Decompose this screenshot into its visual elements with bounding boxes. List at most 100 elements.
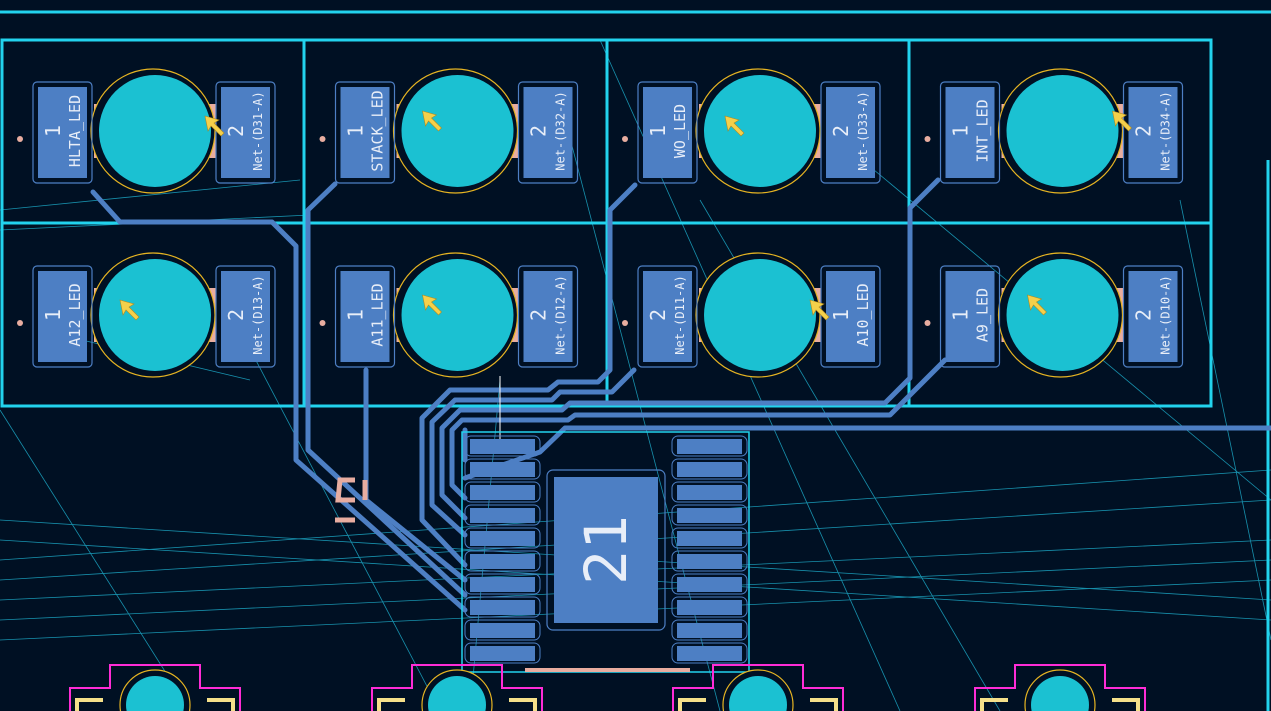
- ic-pin-pad[interactable]: [470, 508, 535, 523]
- ic-pin-pad[interactable]: [677, 646, 742, 661]
- pad-left[interactable]: [38, 87, 87, 178]
- pad-label: Net-(D34-A): [1159, 91, 1173, 170]
- bottom-footprint[interactable]: [371, 664, 543, 711]
- cursor-arrow-icon: [422, 294, 442, 316]
- pin1-marker: [319, 320, 326, 326]
- board-edges: [0, 10, 1271, 711]
- ic-pin-pad[interactable]: [677, 577, 742, 592]
- ic-pin-pad[interactable]: [470, 577, 535, 592]
- pad-number: 2: [1132, 309, 1156, 321]
- pad-right[interactable]: [1128, 87, 1178, 178]
- ic-pin-pad[interactable]: [677, 462, 742, 477]
- cursor-arrow-icon: [1027, 294, 1047, 316]
- ic-footprint[interactable]: 21: [461, 431, 750, 673]
- led-body-hole[interactable]: [99, 259, 211, 371]
- pad-number: 2: [829, 125, 853, 137]
- pin1-marker: [924, 136, 931, 142]
- pad-label: Net-(D13-A): [251, 275, 265, 354]
- pad-left[interactable]: [38, 271, 87, 362]
- led-body-hole[interactable]: [704, 75, 816, 187]
- led-body-hole[interactable]: [99, 75, 211, 187]
- pad-number: 2: [1132, 125, 1156, 137]
- pad-label: A11_LED: [369, 283, 387, 346]
- pad-right[interactable]: [1128, 271, 1178, 362]
- pad-label: Net-(D32-A): [554, 91, 568, 170]
- pad-label: Net-(D33-A): [856, 91, 870, 170]
- pad-label: Net-(D12-A): [554, 275, 568, 354]
- ic-pin-pad[interactable]: [470, 554, 535, 569]
- ic-pin-pad[interactable]: [470, 646, 535, 661]
- ic-pin-pad[interactable]: [470, 485, 535, 500]
- pad-left[interactable]: [340, 271, 390, 362]
- ic-thermal-pad[interactable]: [554, 477, 658, 623]
- pad-number: 1: [646, 125, 670, 137]
- pad-number: 1: [949, 309, 973, 321]
- pad-right[interactable]: [826, 87, 875, 178]
- ic-pin-pad[interactable]: [677, 439, 742, 454]
- pad-number: 1: [829, 309, 853, 321]
- pin1-marker: [319, 136, 326, 142]
- led-body-hole[interactable]: [401, 75, 514, 187]
- pad-right[interactable]: [826, 271, 875, 362]
- pad-right[interactable]: [523, 271, 573, 362]
- pin1-marker: [924, 320, 931, 326]
- ic-pin-pad[interactable]: [677, 554, 742, 569]
- pad-label: A12_LED: [66, 283, 84, 346]
- pad-number: 1: [949, 125, 973, 137]
- bottom-footprint[interactable]: [974, 664, 1146, 711]
- ic-pin-pad[interactable]: [677, 531, 742, 546]
- pad-right[interactable]: [523, 87, 573, 178]
- ic-pin-pad[interactable]: [470, 462, 535, 477]
- pad-label: Net-(D31-A): [251, 91, 265, 170]
- led-body-hole[interactable]: [1006, 75, 1119, 187]
- pad-number: 2: [224, 309, 248, 321]
- cursor-arrow-icon: [1112, 110, 1132, 132]
- pin1-marker: [622, 320, 628, 326]
- pin1-marker: [17, 136, 23, 142]
- ic-pin-pad[interactable]: [677, 508, 742, 523]
- pad-number: 2: [527, 309, 551, 321]
- pad-label: A10_LED: [854, 283, 872, 346]
- pad-label: A9_LED: [974, 288, 992, 342]
- led-body-hole[interactable]: [401, 259, 514, 371]
- ic-pin-pad[interactable]: [470, 531, 535, 546]
- pad-left[interactable]: [643, 271, 692, 362]
- pad-label: STACK_LED: [369, 90, 387, 171]
- pad-number: 1: [41, 125, 65, 137]
- pin1-marker: [17, 320, 23, 326]
- pad-left[interactable]: [643, 87, 692, 178]
- ic-pin-pad[interactable]: [470, 623, 535, 638]
- ic-pin-pad[interactable]: [677, 600, 742, 615]
- bottom-footprint[interactable]: [672, 664, 844, 711]
- ic-pin-pad[interactable]: [677, 623, 742, 638]
- pad-right[interactable]: [221, 87, 270, 178]
- led-body-hole[interactable]: [704, 259, 816, 371]
- pad-number: 2: [646, 309, 670, 321]
- pad-left[interactable]: [340, 87, 390, 178]
- pad-number: 1: [344, 309, 368, 321]
- bottom-footprint[interactable]: [69, 664, 241, 711]
- led-body-hole[interactable]: [1006, 259, 1119, 371]
- pad-left[interactable]: [945, 271, 995, 362]
- pad-label: INT_LED: [974, 99, 992, 162]
- ic-pin-pad[interactable]: [470, 439, 535, 454]
- cursor-arrow-icon: [422, 110, 442, 132]
- silkscreen-mark: [335, 477, 368, 523]
- cursor-arrow-icon: [724, 115, 745, 137]
- pad-left[interactable]: [945, 87, 995, 178]
- pad-label: WO_LED: [671, 104, 689, 158]
- ic-pin-pad[interactable]: [470, 600, 535, 615]
- ic-pin-pad[interactable]: [677, 485, 742, 500]
- pad-right[interactable]: [221, 271, 270, 362]
- pin1-marker: [622, 136, 628, 142]
